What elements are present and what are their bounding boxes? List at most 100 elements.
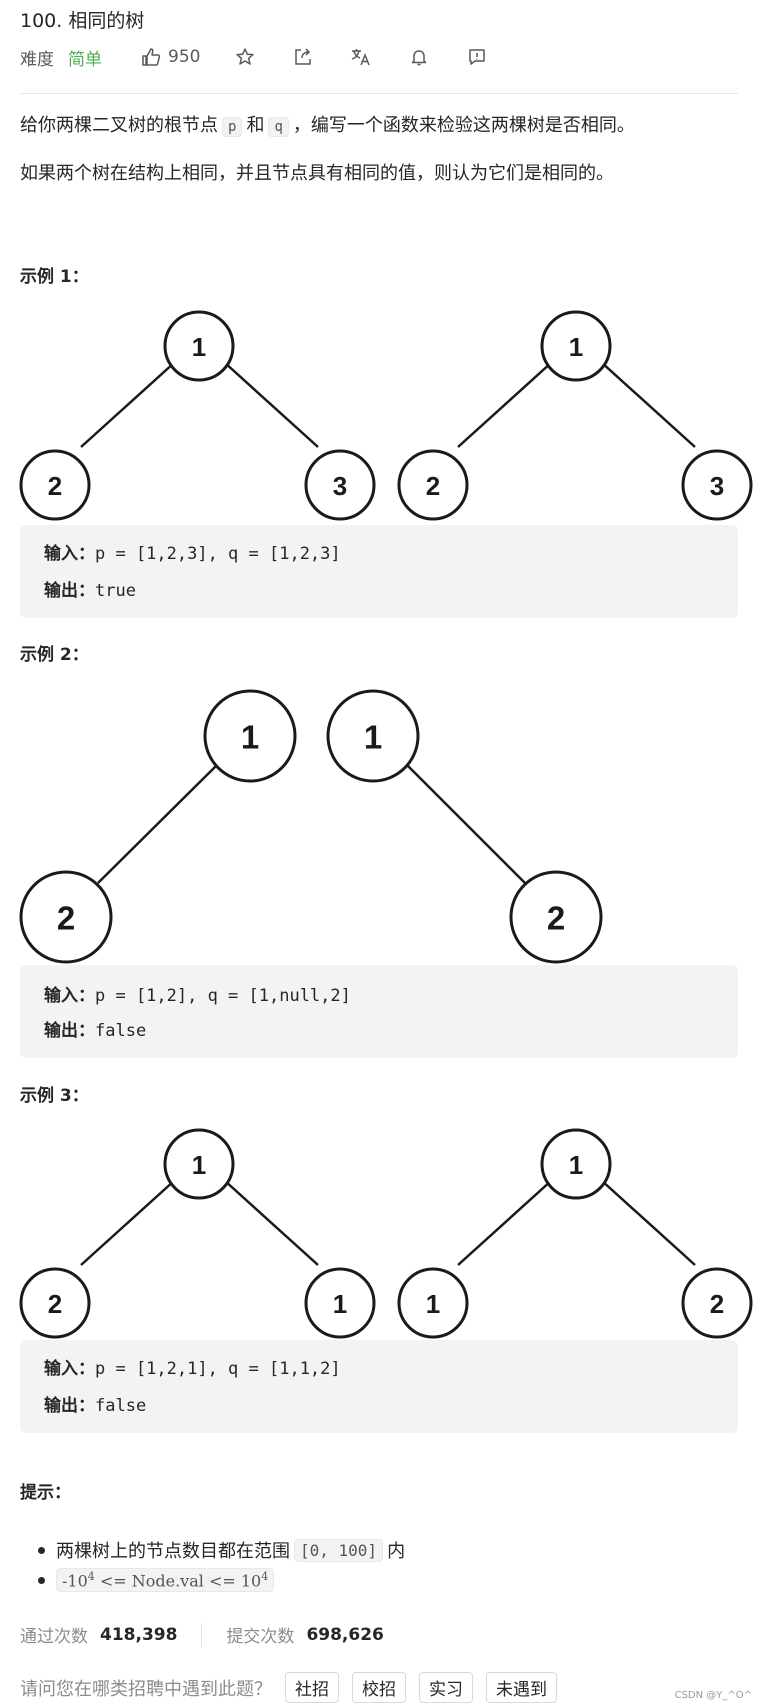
submitted-label: 提交次数	[226, 1627, 295, 1647]
svg-text:1: 1	[241, 719, 259, 756]
tree-node: 2	[681, 1267, 753, 1339]
interview-question: 请问您在哪类招聘中遇到此题？	[20, 1678, 272, 1700]
watermark: CSDN @Y_^O^	[674, 1690, 752, 1701]
output-value: false	[95, 1021, 147, 1041]
tree-edge	[406, 764, 526, 884]
example-2-trees: 1 2 1 2	[19, 689, 603, 964]
tree-node: 2	[19, 1267, 91, 1339]
tree-node: 1	[540, 1128, 612, 1200]
hint-item-1: 两棵树上的节点数目都在范围[0, 100]内	[38, 1537, 406, 1563]
svg-text:2: 2	[57, 900, 75, 937]
tree-edge	[600, 1179, 696, 1266]
description-line-2: 如果两个树在结构上相同，并且节点具有相同的值，则认为它们是相同的。	[20, 163, 614, 184]
tree-node: 1	[163, 1128, 235, 1200]
example-2-title: 示例 2：	[20, 645, 89, 665]
output-label: 输出：	[44, 581, 95, 601]
accepted-count: 418,398	[100, 1624, 178, 1645]
output-value: false	[95, 1396, 147, 1416]
tag-campus-recruit[interactable]: 校招	[352, 1672, 406, 1703]
share-icon[interactable]	[292, 46, 314, 68]
difficulty-label: 难度	[20, 49, 54, 70]
example-2-code: 输入：p = [1,2], q = [1,null,2] 输出：false	[20, 965, 738, 1058]
input-label: 输入：	[44, 544, 95, 564]
svg-text:2: 2	[48, 471, 62, 501]
interview-survey: 请问您在哪类招聘中遇到此题？ 社招 校招 实习 未遇到	[20, 1672, 557, 1703]
tree-node: 1	[397, 1267, 469, 1339]
difficulty-badge: 简单	[68, 49, 102, 70]
example-3-code: 输入：p = [1,2,1], q = [1,1,2] 输出：false	[20, 1340, 738, 1433]
stats-divider	[201, 1622, 203, 1647]
svg-text:1: 1	[364, 719, 382, 756]
problem-title: 100. 相同的树	[20, 10, 145, 32]
output-value: true	[95, 581, 136, 601]
translate-icon[interactable]	[350, 46, 372, 68]
submitted-count: 698,626	[306, 1624, 384, 1645]
tree-edge	[457, 1179, 553, 1266]
hint-text: 两棵树上的节点数目都在范围	[56, 1541, 290, 1562]
example-1-trees: 1 2 3 1 2 3	[19, 310, 753, 521]
hints-title: 提示：	[20, 1483, 71, 1503]
svg-text:1: 1	[569, 1150, 583, 1180]
svg-text:1: 1	[333, 1289, 347, 1319]
tag-internship[interactable]: 实习	[419, 1672, 473, 1703]
example-3-title: 示例 3：	[20, 1086, 89, 1106]
feedback-icon[interactable]	[466, 46, 488, 68]
example-3-trees: 1 2 1 1 1 2	[19, 1128, 753, 1339]
tree-node: 1	[540, 310, 612, 382]
input-value: p = [1,2], q = [1,null,2]	[95, 986, 351, 1006]
star-icon[interactable]	[234, 46, 256, 68]
tag-not-encountered[interactable]: 未遇到	[486, 1672, 557, 1703]
tree-node: 2	[19, 449, 91, 521]
example-1-code: 输入：p = [1,2,3], q = [1,2,3] 输出：true	[20, 525, 738, 618]
svg-text:2: 2	[426, 471, 440, 501]
hint-item-2: -104 <= Node.val <= 104	[38, 1568, 278, 1593]
header-divider	[20, 93, 738, 94]
tree-node: 3	[304, 449, 376, 521]
tree-edge	[223, 1179, 319, 1266]
input-label: 输入：	[44, 986, 95, 1006]
svg-text:3: 3	[333, 471, 347, 501]
bullet-dot	[38, 1576, 45, 1584]
description-text: ，编写一个函数来检验这两棵树是否相同。	[292, 115, 635, 136]
svg-text:3: 3	[710, 471, 724, 501]
tree-edge	[600, 361, 696, 448]
tree-node: 1	[326, 689, 420, 783]
description-text: 给你两棵二叉树的根节点	[20, 115, 218, 136]
tree-edge	[223, 361, 319, 448]
tree-node: 1	[304, 1267, 376, 1339]
description-text: 和	[246, 115, 265, 136]
hint-text: 内	[387, 1541, 406, 1562]
tree-edge	[80, 361, 176, 448]
tree-node: 1	[163, 310, 235, 382]
output-label: 输出：	[44, 1021, 95, 1041]
svg-text:1: 1	[192, 1150, 206, 1180]
input-value: p = [1,2,3], q = [1,2,3]	[95, 544, 341, 564]
tree-node: 1	[203, 689, 297, 783]
tree-node: 2	[397, 449, 469, 521]
svg-text:2: 2	[547, 900, 565, 937]
inline-code-p: p	[222, 117, 243, 137]
thumbs-up-icon[interactable]	[140, 46, 162, 68]
tag-social-recruit[interactable]: 社招	[285, 1672, 339, 1703]
like-count: 950	[168, 47, 201, 67]
tree-edge	[80, 1179, 176, 1266]
hint-code: [0, 100]	[294, 1538, 384, 1562]
svg-text:1: 1	[426, 1289, 440, 1319]
svg-text:1: 1	[569, 332, 583, 362]
tree-node: 2	[19, 870, 113, 964]
problem-meta-bar: 难度 简单 950	[20, 44, 488, 70]
submission-stats: 通过次数 418,398 提交次数 698,626	[20, 1622, 384, 1647]
tree-node: 3	[681, 449, 753, 521]
example-1-title: 示例 1：	[20, 267, 89, 287]
accepted-label: 通过次数	[20, 1627, 88, 1647]
tree-edge	[457, 361, 553, 448]
tree-node: 2	[509, 870, 603, 964]
bell-icon[interactable]	[408, 46, 430, 68]
hint-code-constraint: -104 <= Node.val <= 104	[56, 1568, 275, 1593]
bullet-dot	[38, 1546, 45, 1554]
input-label: 输入：	[44, 1359, 95, 1379]
tree-edge	[97, 764, 218, 884]
output-label: 输出：	[44, 1396, 95, 1416]
svg-text:1: 1	[192, 332, 206, 362]
